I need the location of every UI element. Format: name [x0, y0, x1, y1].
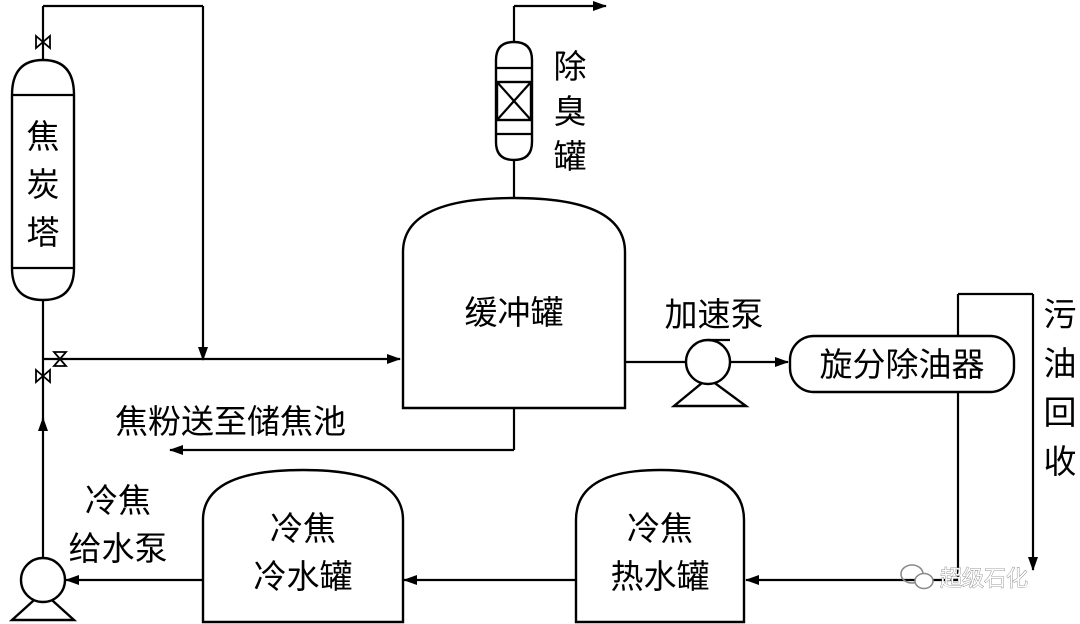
deodor-tank-label: 除 臭 罐	[554, 47, 587, 176]
dirty-oil-char-3: 回	[1044, 393, 1077, 432]
coke-tower-char-1: 焦	[27, 117, 60, 156]
deodor-tank	[494, 40, 534, 162]
watermark-text: 超级石化	[940, 567, 1028, 592]
hot-water-tank: 冷焦 热水罐	[574, 468, 746, 624]
deodor-char-1: 除	[554, 47, 587, 86]
valve-tower-bottom	[35, 368, 51, 384]
oil-separator: 旋分除油器	[788, 334, 1016, 394]
dirty-oil-char-4: 收	[1044, 442, 1077, 481]
buffer-tank-label: 缓冲罐	[465, 293, 564, 332]
feed-pump-line2: 给水泵	[69, 529, 168, 568]
deodor-char-3: 罐	[554, 137, 587, 176]
watermark: 超级石化	[900, 564, 1028, 592]
cold-tank-line2: 冷水罐	[254, 557, 353, 596]
boost-pump-label: 加速泵	[665, 295, 764, 334]
valve-tower-top	[35, 34, 51, 50]
hot-tank-line1: 冷焦	[627, 509, 693, 548]
oil-separator-label: 旋分除油器	[820, 345, 985, 384]
feed-pump-line1: 冷焦	[85, 481, 151, 520]
coke-tower	[10, 58, 76, 302]
dirty-oil-label: 污 油 回 收	[1044, 295, 1077, 481]
dirty-oil-char-2: 油	[1044, 344, 1077, 383]
buffer-tank: 缓冲罐	[401, 196, 627, 410]
deodor-char-2: 臭	[554, 92, 587, 131]
coke-tower-char-3: 塔	[27, 213, 60, 252]
cold-tank-line1: 冷焦	[270, 509, 336, 548]
boost-pump	[670, 338, 750, 408]
coke-tower-char-2: 炭	[27, 165, 60, 204]
coke-powder-label: 焦粉送至储焦池	[115, 402, 346, 441]
hot-tank-line2: 热水罐	[611, 557, 710, 596]
dirty-oil-char-1: 污	[1044, 295, 1077, 334]
cold-water-tank: 冷焦 冷水罐	[201, 468, 405, 624]
feed-pump	[8, 556, 78, 622]
wechat-icon	[900, 564, 934, 590]
coke-tower-label-vertical: 焦 炭 塔	[27, 117, 60, 252]
